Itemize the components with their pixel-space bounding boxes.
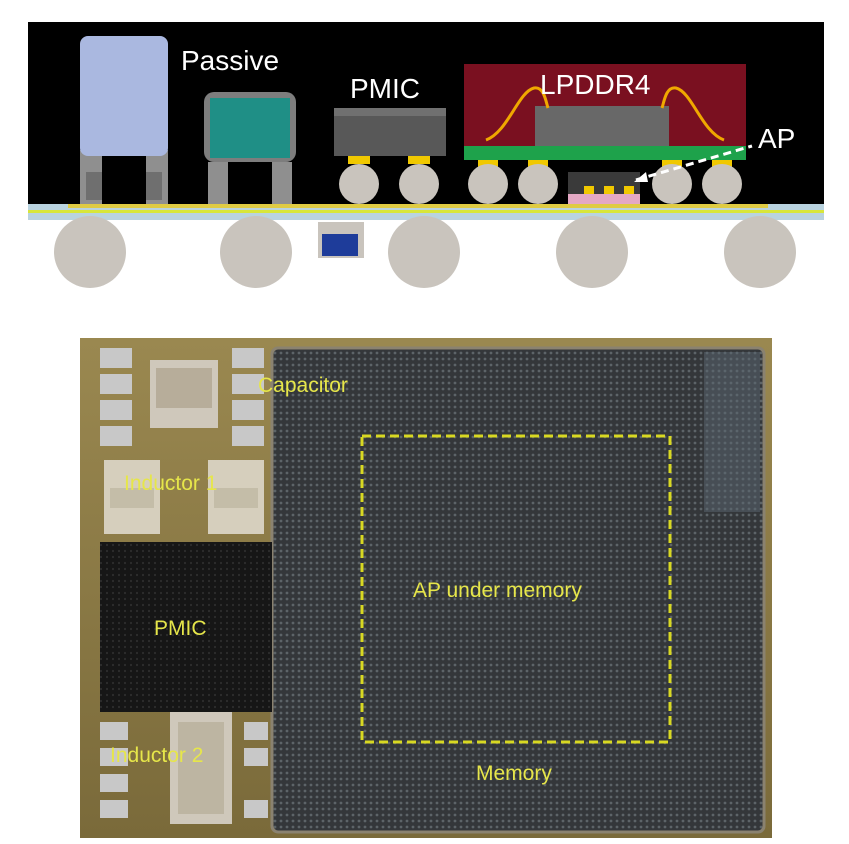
label-inductor-1: Inductor 1 bbox=[124, 472, 217, 495]
inductor-2-components bbox=[100, 712, 268, 824]
substrate bbox=[28, 204, 824, 220]
label-ap-under-memory: AP under memory bbox=[413, 579, 582, 602]
passive-components-top bbox=[100, 348, 264, 446]
label-capacitor: Capacitor bbox=[258, 374, 348, 397]
pmic-die bbox=[334, 108, 446, 204]
lpddr4-package bbox=[464, 64, 746, 204]
label-lpddr4: LPDDR4 bbox=[540, 69, 650, 100]
label-ap: AP bbox=[758, 123, 795, 154]
ap-outline-dashed-box bbox=[360, 434, 672, 744]
label-inductor-2: Inductor 2 bbox=[110, 744, 203, 767]
passive-capacitor-tall bbox=[80, 36, 168, 205]
label-memory: Memory bbox=[476, 762, 552, 785]
package-cross-section-diagram: Passive PMIC LPDDR4 AP bbox=[28, 22, 824, 292]
label-pmic: PMIC bbox=[350, 73, 420, 104]
inductor-1-components bbox=[104, 460, 264, 534]
bottom-solder-balls bbox=[54, 216, 796, 288]
bottom-side-component bbox=[318, 222, 364, 258]
label-passive: Passive bbox=[181, 45, 279, 76]
package-top-view-photo: Capacitor Inductor 1 PMIC AP under memor… bbox=[80, 338, 772, 838]
label-pmic: PMIC bbox=[154, 617, 207, 640]
passive-component-green bbox=[204, 92, 296, 205]
pmic-package bbox=[100, 542, 272, 712]
ap-die bbox=[568, 144, 753, 204]
